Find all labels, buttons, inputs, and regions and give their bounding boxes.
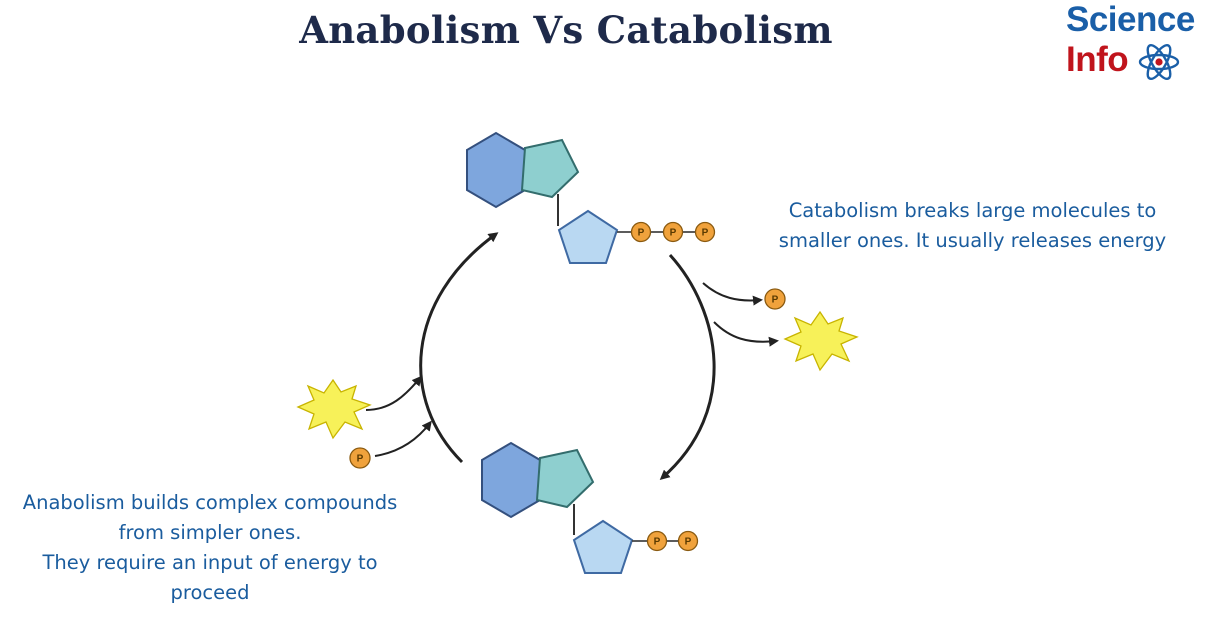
top-phosphate-3: P xyxy=(694,221,716,243)
phosphate-label: P xyxy=(702,228,709,239)
input-phosphate-arrow xyxy=(374,420,432,457)
phosphate-label: P xyxy=(638,228,645,239)
top-light-pentagon xyxy=(557,209,619,264)
released-phosphate: P xyxy=(764,288,786,310)
bottom-phosphate-1: P xyxy=(646,530,668,552)
bottom-phosphate-2: P xyxy=(677,530,699,552)
logo-text-info: Info xyxy=(1066,40,1129,79)
bottom-hexagon xyxy=(481,441,541,519)
anabolism-caption: Anabolism builds complex compounds from … xyxy=(5,488,415,608)
input-energy-arrow xyxy=(365,375,422,411)
catabolism-caption-line: Catabolism breaks large molecules to xyxy=(788,199,1157,222)
top-hexagon xyxy=(466,131,526,209)
page-title: Anabolism Vs Catabolism xyxy=(299,8,833,52)
phosphate-label: P xyxy=(654,537,661,548)
catabolism-caption: Catabolism breaks large molecules to sma… xyxy=(745,196,1200,256)
top-phosphate-2: P xyxy=(662,221,684,243)
anabolism-cycle-arrow xyxy=(419,232,499,464)
anabolism-caption-line: Anabolism builds complex compounds xyxy=(22,491,398,514)
anabolism-caption-line: from simpler ones. xyxy=(118,521,302,544)
released-phosphate-arrow xyxy=(702,282,763,306)
bottom-molecule: P P xyxy=(481,441,699,574)
phosphate-label: P xyxy=(685,537,692,548)
bottom-light-pentagon xyxy=(572,519,634,574)
catabolism-cycle-arrow xyxy=(659,253,716,480)
released-energy-star xyxy=(783,310,859,372)
released-energy-arrow xyxy=(713,321,779,347)
anabolism-caption-line: They require an input of energy to xyxy=(42,551,378,574)
top-molecule: P P P xyxy=(466,131,716,264)
input-energy-star xyxy=(296,378,372,440)
input-phosphate: P xyxy=(349,447,371,469)
bottom-teal-pentagon xyxy=(535,448,595,509)
catabolism-caption-line: smaller ones. It usually releases energy xyxy=(778,229,1167,252)
anabolism-caption-line: proceed xyxy=(170,581,250,604)
top-phosphate-1: P xyxy=(630,221,652,243)
atom-icon xyxy=(1138,43,1180,81)
logo-text-science: Science xyxy=(1066,0,1195,39)
science-info-logo: Science Info xyxy=(1063,0,1203,82)
phosphate-label: P xyxy=(670,228,677,239)
phosphate-label: P xyxy=(772,295,779,306)
top-teal-pentagon xyxy=(520,138,580,199)
phosphate-label: P xyxy=(357,454,364,465)
